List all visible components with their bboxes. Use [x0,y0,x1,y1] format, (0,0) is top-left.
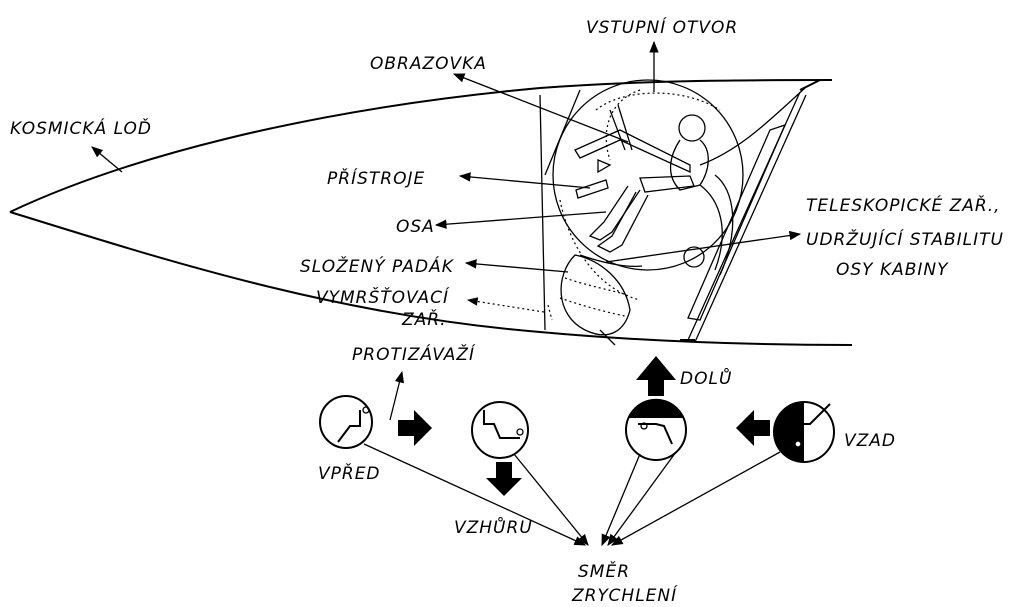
console [575,105,690,198]
label-hatch: VSTUPNÍ OTVOR [586,16,738,38]
pictogram-backward [774,402,834,462]
label-backward: VZAD [844,431,896,451]
label-forward: VPŘED [318,462,381,484]
label-instruments: PŘÍSTROJE [327,167,425,189]
cabin-sphere [553,80,743,300]
label-telescopic-line2: UDRŽUJÍCÍ STABILITU [806,228,1004,250]
label-down: DOLŮ [680,367,732,389]
label-ejector-line2: ZAŘ. [401,308,447,330]
label-acceleration-line2: ZRYCHLENÍ [571,584,678,606]
label-counterweight: PROTIZÁVAŽÍ [352,343,476,365]
label-parachute: SLOŽENÝ PADÁK [300,255,455,277]
label-up: VZHŮRU [454,516,533,538]
acceleration-lines [364,444,780,545]
label-ejector-line1: VYMRŠŤOVACÍ [316,286,450,308]
label-telescopic-line1: TELESKOPICKÉ ZAŘ., [806,194,1001,216]
label-telescopic-line3: OSY KABINY [836,260,949,280]
pictogram-up [472,402,528,458]
label-spacecraft: KOSMICKÁ LOĎ [10,117,152,139]
label-screen: OBRAZOVKA [370,54,487,74]
label-acceleration-line1: SMĚR [578,560,630,582]
pictogram-forward [320,396,372,448]
pictogram-down [626,399,686,460]
astronaut-figure [590,115,733,275]
label-axis: OSA [396,217,435,237]
